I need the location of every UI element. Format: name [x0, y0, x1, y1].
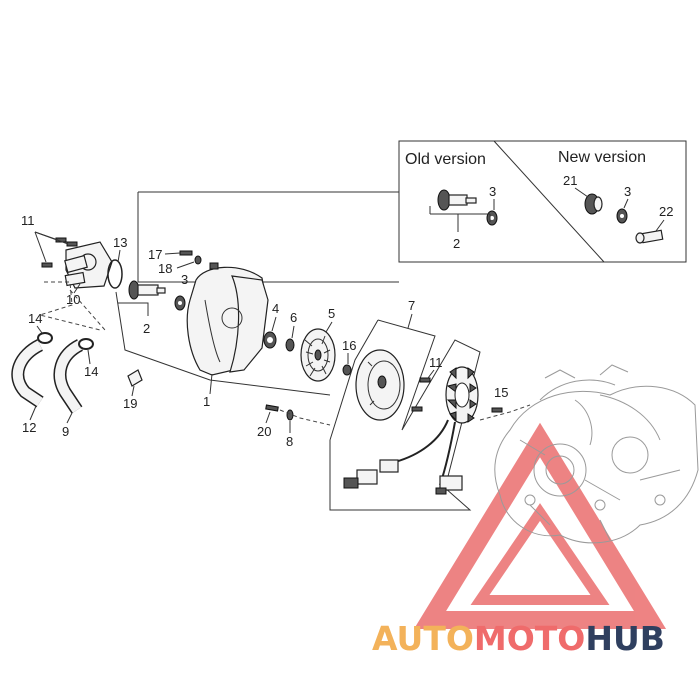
cooling-fan-5 — [300, 328, 336, 382]
pin-15 — [491, 407, 503, 413]
callout-15: 15 — [494, 385, 508, 400]
callout-10: 10 — [66, 292, 80, 307]
callout-6: 6 — [290, 310, 297, 325]
svg-text:AUTOMOTOHUB: AUTOMOTOHUB — [372, 619, 665, 658]
screw-20 — [265, 404, 279, 412]
washer-new — [616, 208, 628, 224]
watermark-hub: HUB — [585, 619, 665, 658]
callout-2-old: 2 — [453, 236, 460, 251]
washer-3-main — [174, 295, 186, 311]
callout-16: 16 — [342, 338, 356, 353]
callout-11-left: 11 — [21, 213, 35, 228]
pump-impeller-new — [584, 193, 603, 215]
callout-14-top: 14 — [28, 311, 42, 326]
flywheel-rotor — [355, 349, 405, 421]
callout-22: 22 — [659, 204, 673, 219]
callout-21: 21 — [563, 173, 577, 188]
watermark-wordmark: AUTOMOTOHUB — [372, 619, 665, 658]
pump-shaft-main — [128, 280, 166, 300]
hose-12 — [11, 339, 44, 408]
washer-18 — [194, 255, 202, 265]
watermark-logo-mark — [413, 422, 667, 629]
callout-20: 20 — [257, 424, 271, 439]
new-version-label: New version — [558, 149, 646, 166]
engine-case-outline — [494, 364, 699, 544]
callout-2-main: 2 — [143, 321, 150, 336]
callout-1: 1 — [203, 394, 210, 409]
screw-17 — [179, 250, 193, 256]
old-version-label: Old version — [405, 151, 486, 168]
callout-17: 17 — [148, 247, 162, 262]
clamp-14-b — [78, 338, 94, 350]
stator-coil — [445, 366, 479, 424]
pump-cover-assembly — [64, 241, 113, 289]
version-inset: Old version New version 2 3 21 3 — [398, 140, 687, 263]
clamp-14-a — [37, 332, 53, 344]
o-ring-13 — [107, 259, 123, 289]
callout-7: 7 — [408, 298, 415, 313]
callout-18: 18 — [158, 261, 172, 276]
bearing-4 — [263, 331, 277, 349]
callout-11-stator: 11 — [429, 355, 443, 370]
hose-9 — [53, 339, 84, 414]
callout-12: 12 — [22, 420, 36, 435]
generator-cover — [186, 262, 269, 376]
washer-6 — [285, 338, 295, 352]
callout-3-old: 3 — [489, 184, 496, 199]
callout-3-main: 3 — [181, 272, 188, 287]
callout-19: 19 — [123, 396, 137, 411]
callout-13: 13 — [113, 235, 127, 250]
nut-16 — [342, 364, 352, 376]
callout-8: 8 — [286, 434, 293, 449]
callout-4: 4 — [272, 301, 279, 316]
group-outline-alternator — [329, 319, 481, 511]
callout-14-right: 14 — [84, 364, 98, 379]
group-outline-cover — [115, 191, 399, 396]
wiring-harness — [343, 419, 463, 495]
callout-3-new: 3 — [624, 184, 631, 199]
washer-8 — [286, 409, 294, 421]
watermark-moto: MOTO — [474, 619, 585, 658]
callout-5: 5 — [328, 306, 335, 321]
callout-9: 9 — [62, 424, 69, 439]
pump-shaft-new — [635, 229, 664, 244]
watermark-auto: AUTO — [372, 619, 474, 658]
screw-11-stator — [411, 377, 431, 412]
clip-19 — [127, 369, 143, 387]
